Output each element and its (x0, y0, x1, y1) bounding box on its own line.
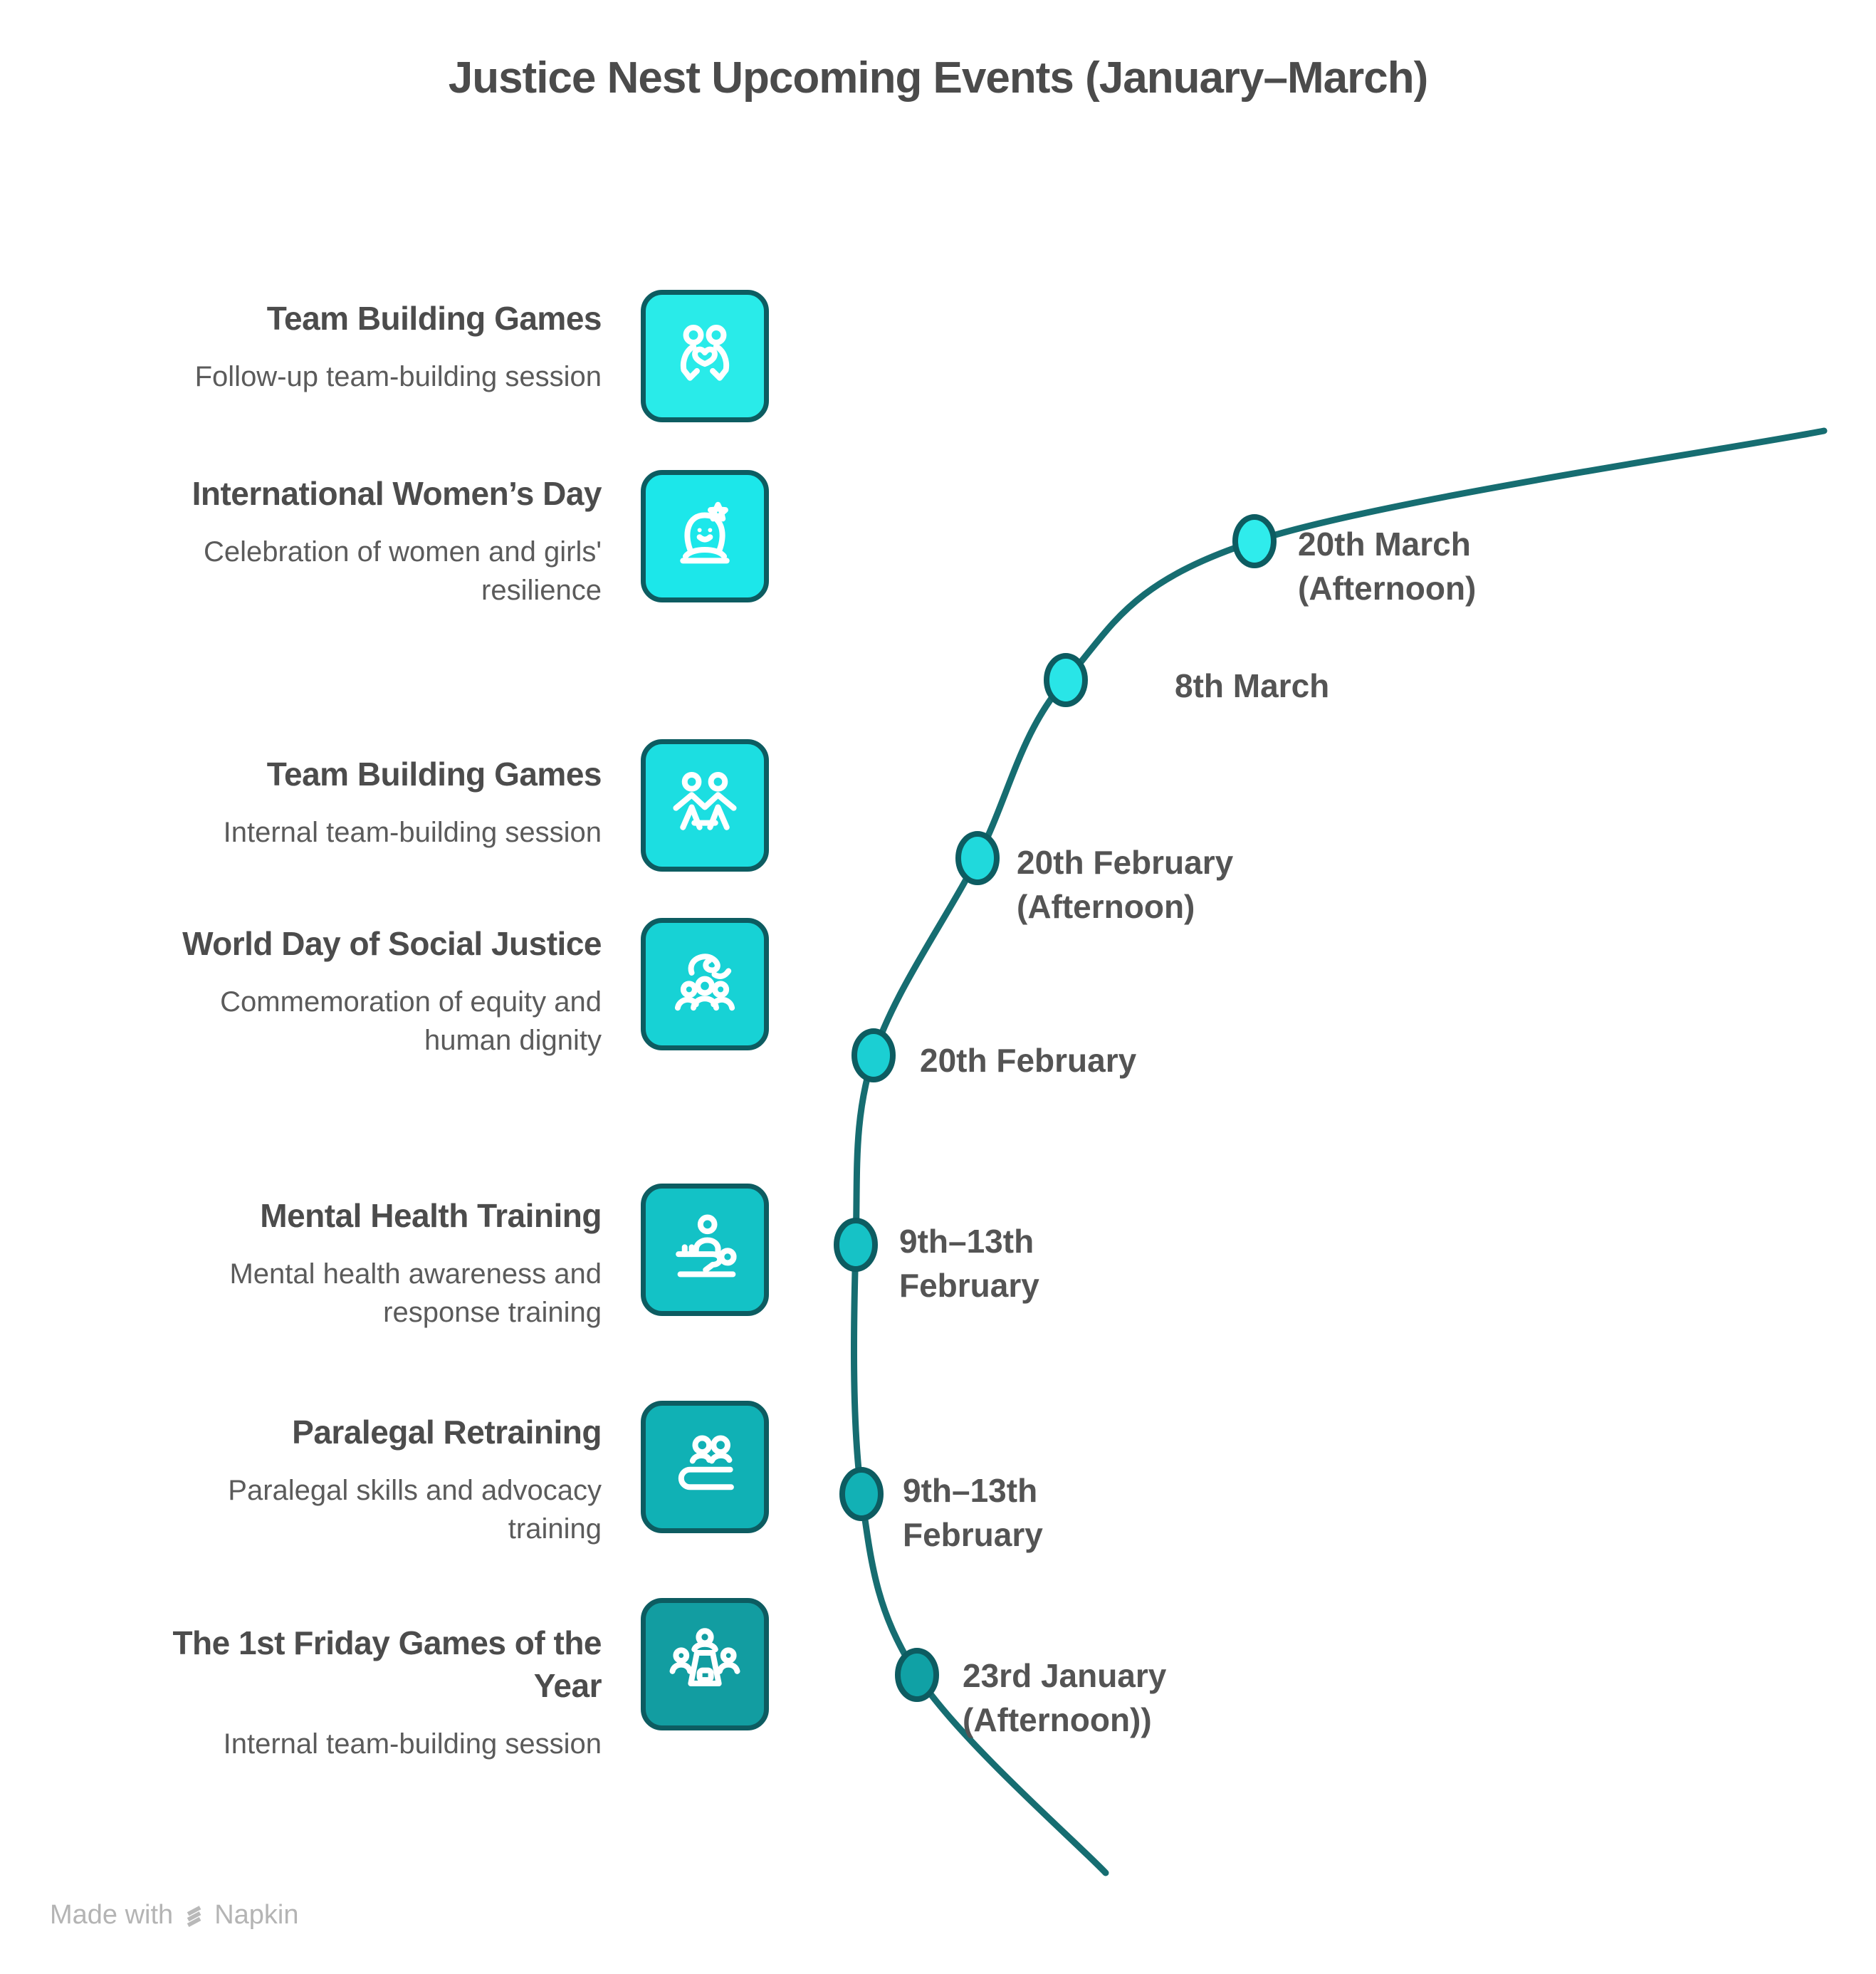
hugging-people-icon (680, 325, 730, 381)
people-ledger-icon (678, 1435, 734, 1490)
date-line: 8th March (1175, 667, 1330, 704)
date-label-9th-13th-february-2: 9th–13th February (903, 1468, 1043, 1557)
event-title: Paralegal Retraining (292, 1414, 602, 1451)
date-label-20th-february: 20th February (920, 1038, 1136, 1082)
standing-people-icon (673, 771, 737, 830)
meeting-table-icon (641, 1598, 769, 1730)
people-ledger-icon (641, 1401, 769, 1533)
event-text-block: Paralegal Retraining Paralegal skills an… (139, 1411, 602, 1548)
date-label-20th-march: 20th March (Afternoon) (1298, 522, 1476, 610)
date-line: 20th February (1017, 844, 1234, 881)
napkin-logo-icon (187, 1905, 201, 1927)
timeline-dot-20th-february[interactable] (851, 1028, 896, 1082)
meeting-table-icon (669, 1628, 740, 1687)
hand-over-people-icon (641, 918, 769, 1050)
care-support-icon (676, 1214, 737, 1278)
hugging-people-icon (641, 290, 769, 422)
timeline-dot-20th-february-afternoon[interactable] (955, 831, 1000, 885)
page-title: Justice Nest Upcoming Events (January–Ma… (448, 53, 1429, 103)
standing-people-icon (641, 739, 769, 872)
event-description: Commemoration of equity and human dignit… (220, 986, 602, 1056)
date-line: 9th–13th (899, 1223, 1034, 1260)
hand-over-people-icon (674, 954, 735, 1011)
date-label-20th-february-afternoon: 20th February (Afternoon) (1017, 840, 1233, 929)
event-title: The 1st Friday Games of the Year (172, 1624, 602, 1704)
event-title: International Women’s Day (192, 475, 602, 512)
date-label-9th-13th-february-1: 9th–13th February (899, 1219, 1039, 1307)
event-title: World Day of Social Justice (182, 925, 602, 962)
event-text-block: World Day of Social Justice Commemoratio… (139, 923, 602, 1060)
date-line: February (899, 1267, 1039, 1304)
timeline-dot-8th-march[interactable] (1044, 653, 1088, 707)
made-with-label: Made with (50, 1900, 174, 1930)
event-description: Follow-up team-building session (194, 360, 602, 392)
napkin-brand-label: Napkin (214, 1900, 299, 1930)
event-title: Mental Health Training (260, 1197, 602, 1234)
date-line: February (903, 1516, 1043, 1553)
timeline-dot-23rd-january[interactable] (895, 1648, 939, 1702)
date-line: (Afternoon) (1017, 888, 1195, 925)
event-text-block: International Women’s Day Celebration of… (139, 473, 602, 610)
timeline-dot-9th-13th-february-1[interactable] (834, 1218, 878, 1272)
event-description: Paralegal skills and advocacy training (228, 1474, 602, 1545)
event-text-block: Team Building Games Follow-up team-build… (139, 298, 602, 396)
event-title: Team Building Games (266, 756, 602, 793)
event-text-block: Team Building Games Internal team-buildi… (139, 753, 602, 852)
date-line: 23rd January (963, 1657, 1167, 1694)
care-support-icon (641, 1184, 769, 1316)
event-description: Internal team-building session (223, 816, 602, 848)
event-description: Internal team-building session (223, 1728, 602, 1760)
date-line: (Afternoon) (1298, 570, 1477, 607)
event-description: Mental health awareness and response tra… (229, 1258, 602, 1328)
event-title: Team Building Games (266, 300, 602, 337)
date-line: 20th February (920, 1042, 1137, 1079)
date-label-23rd-january: 23rd January (Afternoon)) (963, 1654, 1166, 1742)
made-with-napkin-credit[interactable]: Made with Napkin (50, 1900, 299, 1931)
woman-flower-icon (641, 470, 769, 602)
event-description: Celebration of women and girls' resilien… (203, 536, 602, 606)
date-line: (Afternoon)) (963, 1701, 1152, 1738)
date-line: 9th–13th (903, 1472, 1038, 1509)
timeline-dot-9th-13th-february-2[interactable] (839, 1467, 884, 1521)
event-text-block: Mental Health Training Mental health awa… (139, 1195, 602, 1332)
event-text-block: The 1st Friday Games of the Year Interna… (139, 1622, 602, 1763)
date-label-8th-march: 8th March (1175, 664, 1329, 708)
date-line: 20th March (1298, 526, 1471, 563)
woman-flower-icon (680, 501, 730, 564)
timeline-dot-20th-march[interactable] (1232, 514, 1277, 568)
